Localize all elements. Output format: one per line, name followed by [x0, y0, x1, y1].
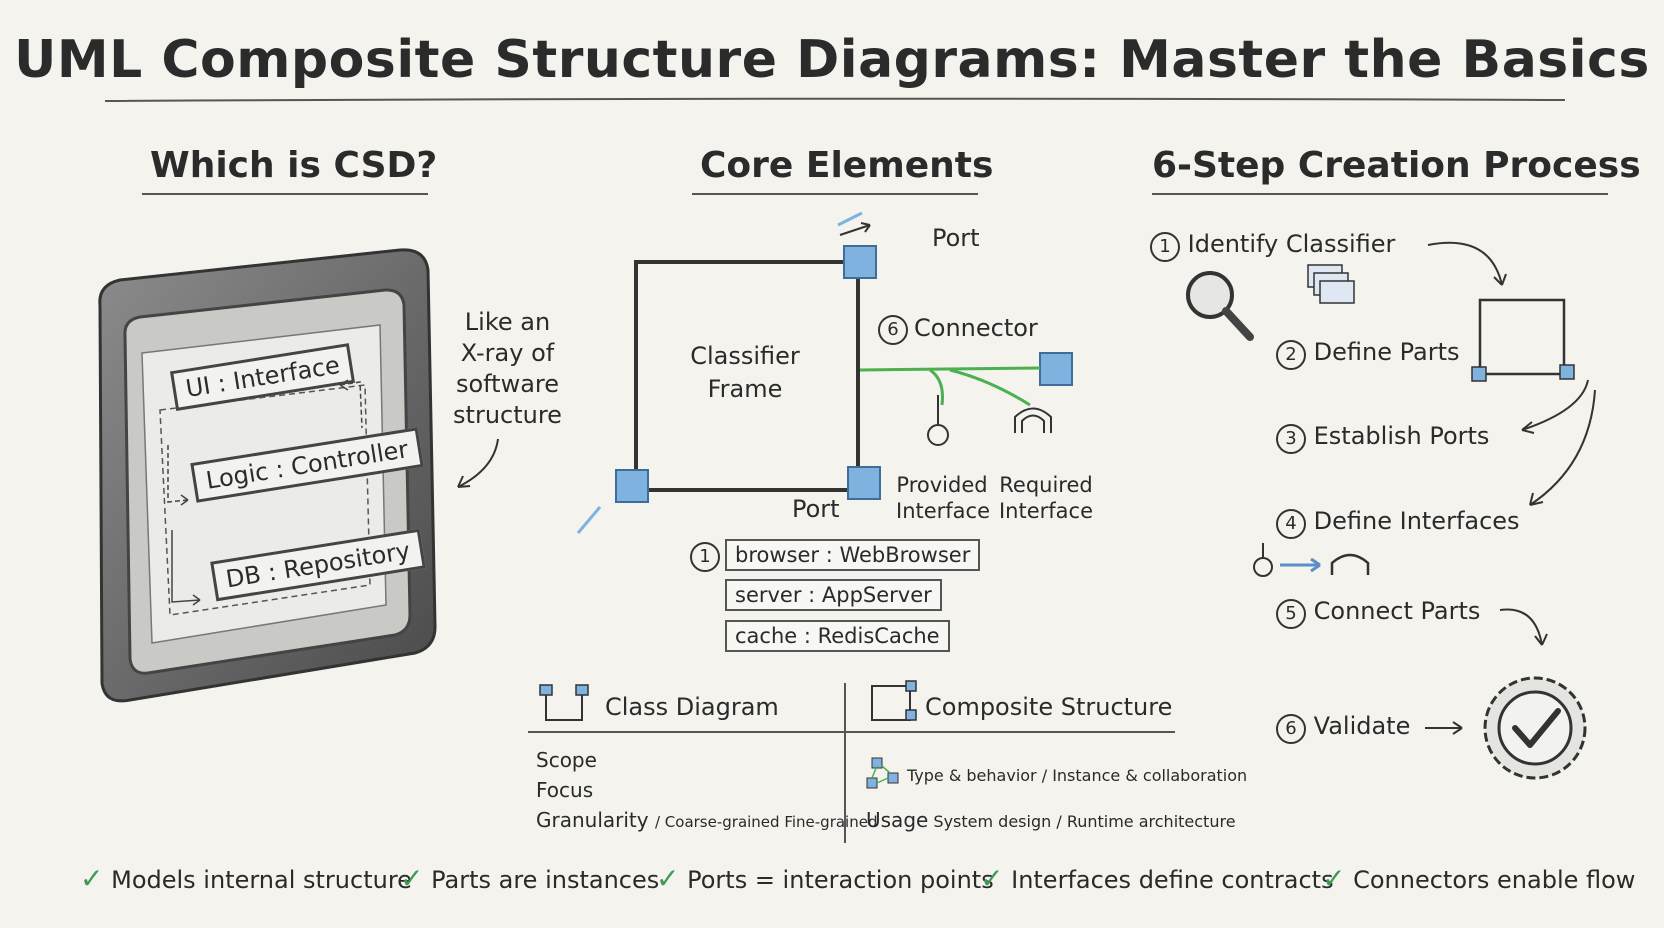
takeaway-1-text: Models internal structure — [111, 866, 412, 894]
comparison-row-labels: Scope Focus Granularity / Coarse-grained… — [536, 745, 878, 837]
page-title: UML Composite Structure Diagrams: Master… — [14, 30, 1650, 90]
port-bottom-left — [615, 469, 649, 503]
classifier-frame — [634, 260, 860, 492]
internal-arrows — [167, 379, 363, 606]
step-1-label: Identify Classifier — [1187, 230, 1396, 258]
process-illustrations — [1186, 241, 1596, 780]
check-icon: ✓ — [80, 862, 104, 895]
required-line2: Interface — [998, 499, 1094, 523]
comparison-table-lines — [528, 680, 1175, 843]
takeaway-5-text: Connectors enable flow — [1353, 866, 1636, 894]
row-focus: Focus — [536, 778, 594, 802]
row-granularity: Granularity — [536, 808, 649, 832]
check-icon: ✓ — [400, 862, 424, 895]
check-icon: ✓ — [656, 862, 680, 895]
provided-interface-lollipop — [927, 424, 949, 446]
parts-stack-icon — [1307, 264, 1355, 304]
section-core-heading: Core Elements — [700, 145, 994, 186]
xray-note-line2: X-ray of — [460, 339, 555, 367]
validate-badge-icon — [1483, 676, 1587, 780]
provided-line2: Interface — [896, 499, 991, 523]
xray-note-line4: structure — [453, 401, 562, 429]
port-label-top: Port — [932, 224, 980, 252]
step-1: 1 Identify Classifier — [1150, 230, 1395, 262]
step-4: 4 Define Interfaces — [1276, 507, 1520, 539]
classifier-frame-label: Classifier Frame — [660, 340, 830, 406]
step-2: 2 Define Parts — [1276, 338, 1460, 370]
step-2-num: 2 — [1276, 340, 1306, 370]
step-6-num: 6 — [1276, 714, 1306, 744]
composite-structure-icon — [871, 685, 911, 721]
step-3-label: Establish Ports — [1313, 422, 1490, 450]
collaboration-icon — [866, 757, 899, 789]
core-elements-diagram — [576, 211, 1073, 534]
instance-step-badge: 1 — [690, 542, 720, 572]
provided-interface-label: Provided Interface — [896, 472, 991, 524]
takeaway-5: ✓ Connectors enable flow — [1322, 862, 1635, 895]
row-scope: Scope — [536, 748, 597, 772]
takeaway-2-text: Parts are instances — [431, 866, 660, 894]
port-top-right — [843, 245, 877, 279]
granularity-values: / Coarse-grained Fine-grained — [654, 813, 878, 831]
class-diagram-title: Class Diagram — [605, 693, 779, 721]
step-4-label: Define Interfaces — [1313, 507, 1520, 535]
step-1-num: 1 — [1150, 232, 1180, 262]
section-core-underline — [692, 193, 978, 195]
required-interface-socket — [1014, 407, 1052, 433]
step-2-label: Define Parts — [1313, 338, 1460, 366]
instance-browser: browser : WebBrowser — [725, 539, 981, 571]
usage-values: System design / Runtime architecture — [933, 812, 1236, 831]
connector-step-badge: 6 — [878, 315, 908, 345]
class-diagram-icon — [545, 695, 583, 721]
magnifier-icon — [1186, 271, 1254, 341]
type-behavior-row: Type & behavior / Instance & collaborati… — [907, 766, 1248, 785]
title-underline — [104, 97, 1566, 102]
port-label-bottom: Port — [792, 495, 840, 523]
xray-note-line3: software — [455, 370, 560, 398]
step-4-num: 4 — [1276, 509, 1306, 539]
step-6-label: Validate — [1313, 712, 1411, 740]
check-icon: ✓ — [980, 862, 1004, 895]
step-5-label: Connect Parts — [1313, 597, 1481, 625]
takeaway-4: ✓ Interfaces define contracts — [980, 862, 1334, 895]
takeaway-3: ✓ Ports = interaction points — [656, 862, 994, 895]
step-3-num: 3 — [1276, 424, 1306, 454]
usage-row: Usage System design / Runtime architectu… — [866, 808, 1236, 832]
usage-label: Usage — [866, 808, 929, 832]
instance-server: server : AppServer — [725, 579, 942, 611]
connector-line — [859, 366, 1041, 372]
step-6: 6 Validate — [1276, 712, 1410, 744]
frame-with-ports-icon — [1471, 298, 1575, 382]
step-5: 5 Connect Parts — [1276, 597, 1480, 629]
section-what-heading: Which is CSD? — [150, 145, 438, 186]
instance-cache: cache : RedisCache — [725, 620, 950, 652]
port-bottom-right — [847, 466, 881, 500]
takeaway-1: ✓ Models internal structure — [80, 862, 412, 895]
xray-note: Like an X-ray of software structure — [445, 307, 570, 431]
section-what-underline — [142, 193, 428, 195]
takeaway-4-text: Interfaces define contracts — [1011, 866, 1334, 894]
takeaway-2: ✓ Parts are instances — [400, 862, 659, 895]
step-3: 3 Establish Ports — [1276, 422, 1489, 454]
xray-note-arrow — [457, 438, 499, 488]
frame-label-line1: Classifier — [690, 342, 800, 370]
port-right — [1039, 352, 1073, 386]
frame-label-line2: Frame — [707, 375, 783, 403]
connector-label: Connector — [914, 314, 1038, 342]
check-icon: ✓ — [1322, 862, 1346, 895]
takeaway-3-text: Ports = interaction points — [687, 866, 994, 894]
required-line1: Required — [999, 473, 1093, 497]
step-5-num: 5 — [1276, 599, 1306, 629]
section-process-underline — [1152, 193, 1608, 195]
required-interface-label: Required Interface — [998, 472, 1094, 524]
provided-line1: Provided — [896, 473, 988, 497]
interface-flow-icon — [1253, 543, 1370, 577]
xray-note-line1: Like an — [464, 308, 551, 336]
section-process-heading: 6-Step Creation Process — [1152, 145, 1641, 186]
composite-structure-title: Composite Structure — [925, 693, 1173, 721]
